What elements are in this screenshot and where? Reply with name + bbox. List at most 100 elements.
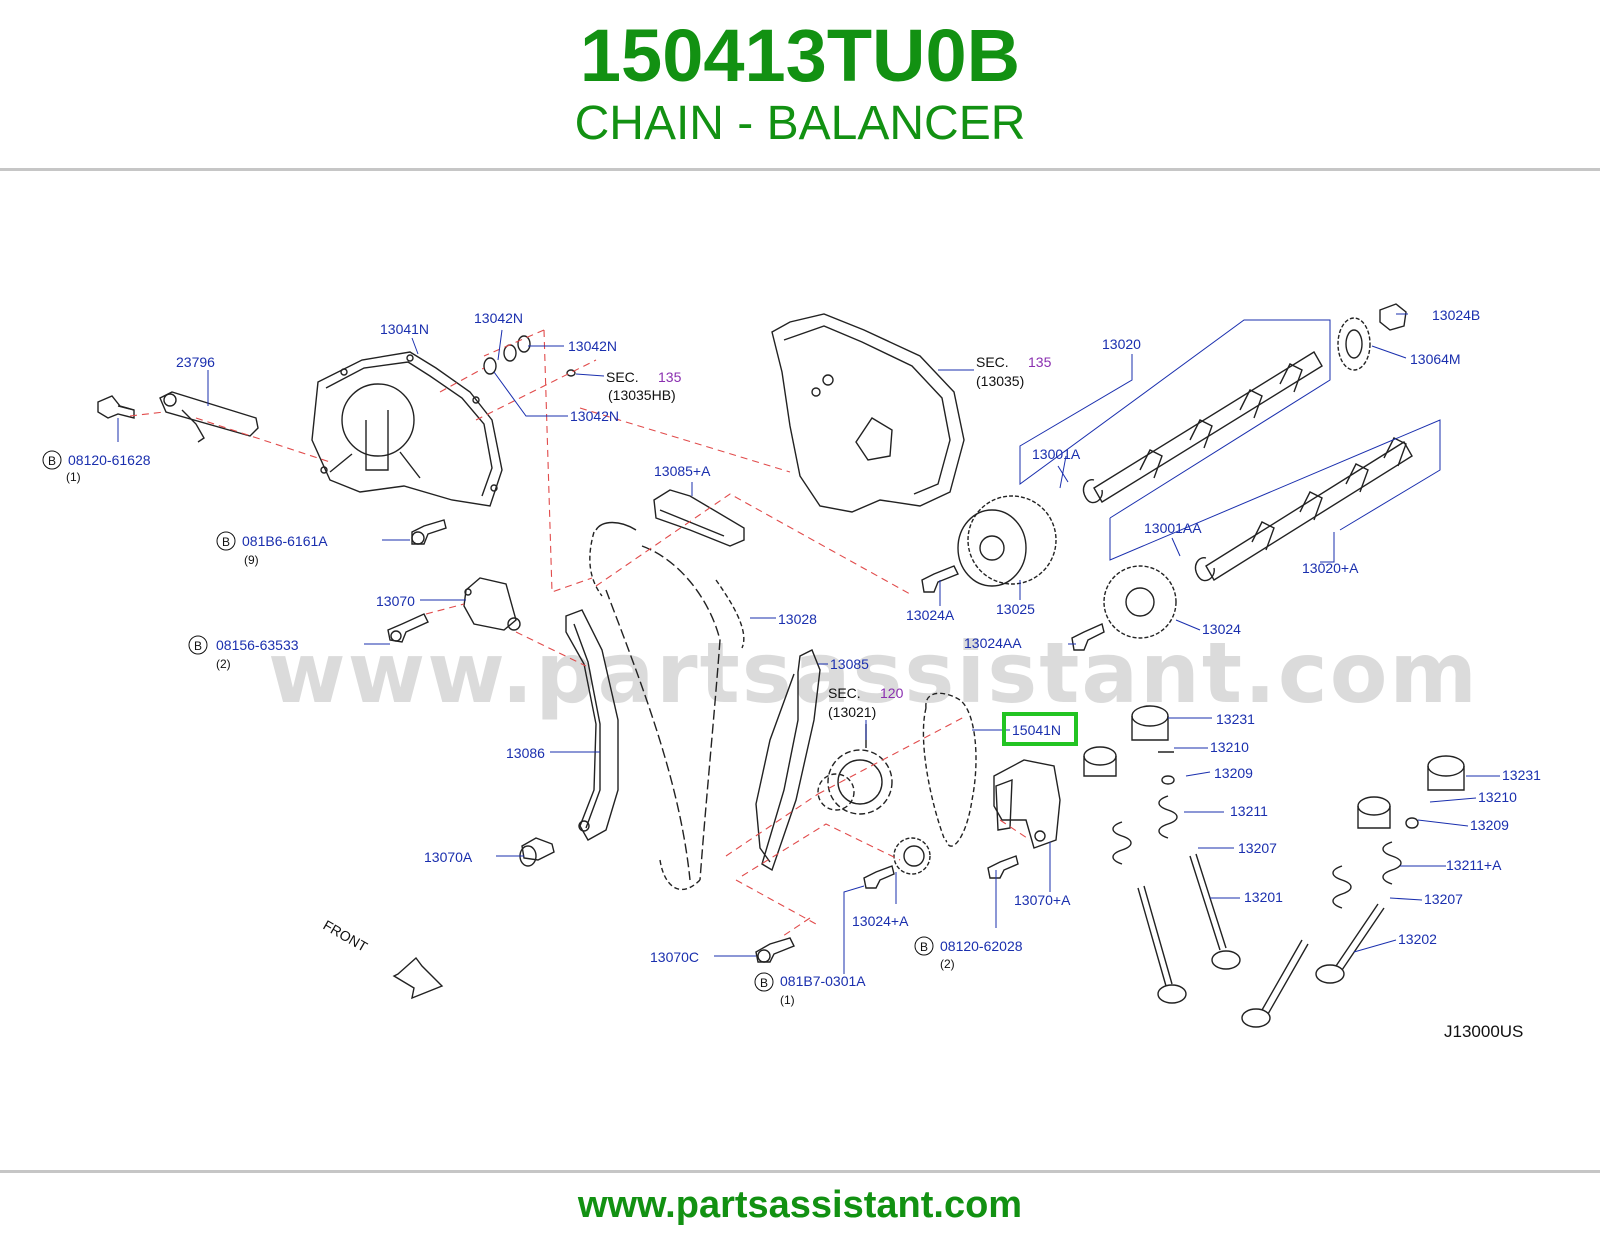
part-label[interactable]: 13201 [1244, 889, 1283, 905]
part-label[interactable]: 13042N [570, 408, 619, 424]
bolt-b-icon [216, 531, 236, 551]
bolt-symbol: B [760, 976, 768, 990]
solenoid-drawing [159, 391, 259, 443]
part-label[interactable]: 13070 [376, 593, 415, 609]
part-label[interactable]: 13209 [1214, 765, 1253, 781]
front-direction-indicator: FRONT [321, 917, 444, 1000]
part-label[interactable]: 13064M [1410, 351, 1461, 367]
part-label[interactable]: 13042N [474, 310, 523, 326]
part-label[interactable]: 13020+A [1302, 560, 1359, 576]
part-label[interactable]: 13024A [906, 607, 955, 623]
sec-sub: (13021) [828, 704, 876, 720]
part-label[interactable]: 13024 [1202, 621, 1241, 637]
sec-number[interactable]: 135 [1028, 354, 1052, 370]
part-label[interactable]: 13231 [1216, 711, 1255, 727]
part-label[interactable]: 13211 [1230, 803, 1268, 819]
rear-cover-drawing [771, 313, 965, 513]
part-number-title: 150413TU0B [579, 14, 1021, 97]
sec-prefix: SEC. [606, 369, 639, 385]
assembly-dashed-lines [129, 329, 1031, 939]
highlighted-part-15041n[interactable]: 15041N [1002, 712, 1078, 746]
part-label[interactable]: 13231 [1502, 767, 1541, 783]
bolt-6161a-drawing [411, 519, 447, 545]
part-label[interactable]: 13207 [1424, 891, 1463, 907]
part-label[interactable]: 13210 [1478, 789, 1517, 805]
camshaft-13020a-drawing [1194, 437, 1413, 582]
part-label[interactable]: 08120-61628 [68, 452, 151, 468]
drawing-code: J13000US [1444, 1022, 1523, 1041]
part-label[interactable]: 13085+A [654, 463, 711, 479]
bolt-callout[interactable]: B (9) [216, 531, 259, 567]
sec-ref-120[interactable]: SEC. 120 (13021) [828, 685, 904, 720]
bolt-13024a-drawing [921, 565, 959, 593]
part-label[interactable]: 13020 [1102, 336, 1141, 352]
part-label[interactable]: 13070+A [1014, 892, 1071, 908]
footer-url-link[interactable]: www.partsassistant.com [577, 1184, 1023, 1226]
part-label[interactable]: 13025 [996, 601, 1035, 617]
part-label[interactable]: 13209 [1470, 817, 1509, 833]
sec-ref-135[interactable]: SEC. 135 (13035) [938, 354, 1052, 389]
front-label: FRONT [321, 917, 371, 955]
part-label[interactable]: 08120-62028 [940, 938, 1023, 954]
part-label[interactable]: 13207 [1238, 840, 1277, 856]
part-label[interactable]: 13042N [568, 338, 617, 354]
sec-prefix: SEC. [828, 685, 861, 701]
bolt-qty: (9) [244, 553, 259, 567]
part-label[interactable]: 13028 [778, 611, 817, 627]
balancer-tensioner-drawing [993, 759, 1061, 849]
sec-number[interactable]: 120 [880, 685, 904, 701]
bolt-callout[interactable]: B (2) [188, 635, 231, 671]
part-label[interactable]: 13070A [424, 849, 473, 865]
bolt-callout[interactable]: B (1) [754, 972, 795, 1007]
cam-sprocket-13025-drawing [957, 495, 1057, 587]
bolt-61628-drawing [97, 395, 135, 419]
sec-number[interactable]: 135 [658, 369, 682, 385]
header-divider [0, 168, 1600, 171]
bolt-symbol: B [194, 639, 202, 653]
part-label[interactable]: 13210 [1210, 739, 1249, 755]
bolt-qty: (1) [780, 993, 795, 1007]
part-label[interactable]: 13024AA [964, 635, 1022, 651]
bolt-symbol: B [48, 454, 56, 468]
leader-lines [117, 313, 1500, 974]
sec-sub: (13035HB) [608, 387, 676, 403]
bolt-callout[interactable]: B (1) [42, 450, 81, 484]
bolt-callout[interactable]: B (2) [914, 936, 955, 971]
front-arrow-icon [392, 956, 444, 1000]
part-label[interactable]: 13001A [1032, 446, 1081, 462]
part-label[interactable]: 08156-63533 [216, 637, 299, 653]
part-label[interactable]: 081B7-0301A [780, 973, 866, 989]
part-label[interactable]: 23796 [176, 354, 215, 370]
part-label[interactable]: 13024+A [852, 913, 909, 929]
part-label[interactable]: 13211+A [1446, 857, 1502, 873]
bolt-b-icon [188, 635, 208, 655]
part-name-subtitle: CHAIN - BALANCER [574, 97, 1026, 150]
valve-train-right-drawing [1241, 755, 1465, 1028]
bolt-13024aa-drawing [1071, 623, 1105, 651]
part-label[interactable]: 13086 [506, 745, 545, 761]
bolt-qty: (2) [216, 657, 231, 671]
sec-ref-135-hb[interactable]: SEC. 135 (13035HB) [575, 369, 682, 403]
part-label[interactable]: 13041N [380, 321, 429, 337]
bolt-62028-drawing [987, 855, 1019, 879]
o-ring-drawing [483, 335, 576, 377]
part-label[interactable]: 13070C [650, 949, 699, 965]
part-label[interactable]: 13024B [1432, 307, 1480, 323]
part-label[interactable]: 081B6-6161A [242, 533, 328, 549]
part-label[interactable]: 13202 [1398, 931, 1437, 947]
front-cover-drawing [311, 351, 503, 507]
footer-divider [0, 1170, 1600, 1173]
bolt-13070c-drawing [755, 937, 795, 963]
part-label[interactable]: 13001AA [1144, 520, 1202, 536]
bolt-13024b-drawing [1379, 303, 1407, 331]
bolt-qty: (1) [66, 470, 81, 484]
part-label[interactable]: 13085 [830, 656, 869, 672]
watermark-text: www.partsassistant.com [268, 624, 1479, 722]
sec-prefix: SEC. [976, 354, 1009, 370]
part-label-15041n[interactable]: 15041N [1012, 722, 1061, 738]
bolt-symbol: B [222, 535, 230, 549]
bolt-b-icon [42, 450, 62, 470]
sec-sub: (13035) [976, 373, 1024, 389]
highlight-box [1002, 712, 1078, 746]
